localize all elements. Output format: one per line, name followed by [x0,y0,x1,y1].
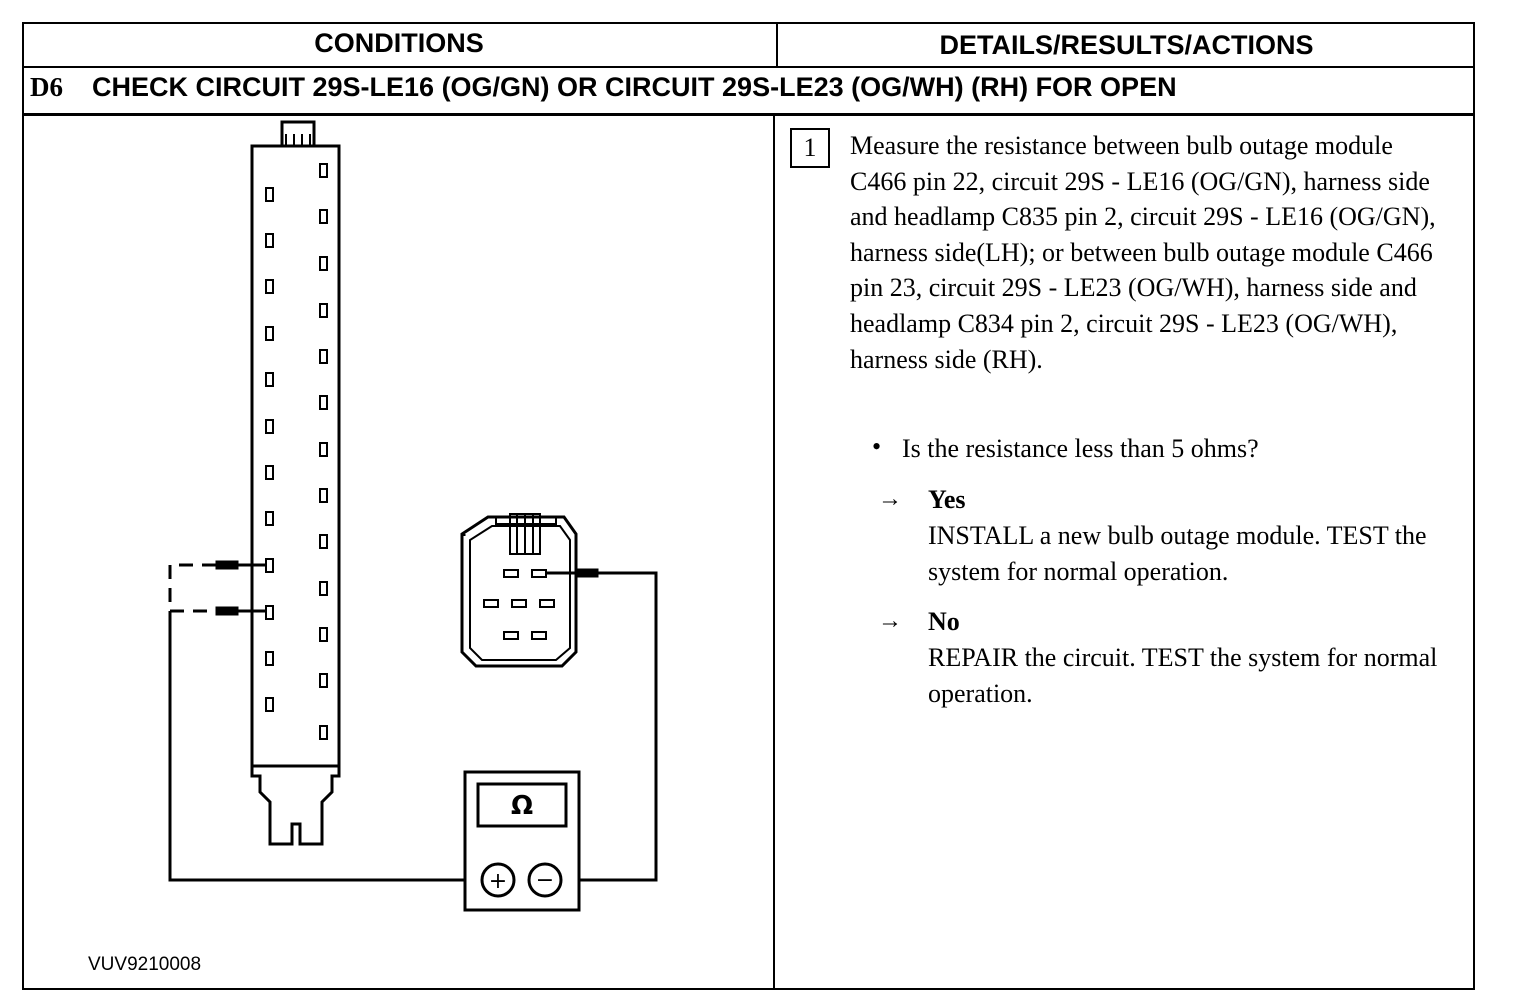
module-connector-tail [250,766,341,846]
table-frame [22,22,1475,990]
minus-terminal-icon: − [536,868,554,893]
outcome-description: REPAIR the circuit. TEST the system for … [928,643,1438,708]
arrow-right-icon: → [878,608,902,634]
stepbar-divider [22,113,1475,116]
module-connector-latch-ribs [285,134,311,146]
module-connector-latch [280,120,316,146]
module-pins [265,163,328,740]
wiring-diagram: Ω + − [168,120,658,912]
instruction-text: Measure the resistance between bulb outa… [850,131,1436,374]
outcome-description: INSTALL a new bulb outage module. TEST t… [928,521,1427,586]
question-text: Is the resistance less than 5 ohms? [902,434,1259,463]
module-probes [168,560,266,616]
outcome-label: Yes [928,485,966,514]
step-number-box: 1 [790,128,830,168]
ohm-symbol: Ω [511,791,533,821]
arrow-right-icon: → [878,486,902,512]
plus-terminal-icon: + [489,869,507,894]
column-divider-header [776,22,778,68]
step-bar: D6 CHECK CIRCUIT 29S-LE16 (OG/GN) OR CIR… [22,68,1475,114]
ohmmeter [463,770,581,912]
column-divider-body [773,114,775,990]
step-title: CHECK CIRCUIT 29S-LE16 (OG/GN) OR CIRCUI… [92,72,1177,102]
meter-wires [168,571,658,882]
headlamp-connector [460,513,578,668]
conditions-header: CONDITIONS [314,28,484,58]
outcome-label: No [928,607,960,636]
details-header: DETAILS/RESULTS/ACTIONS [939,30,1314,60]
header-divider [22,66,1475,68]
step-id: D6 [30,72,63,102]
figure-id: VUV9210008 [88,954,202,975]
headlamp-probe [546,568,599,578]
bullet-icon: • [872,432,882,461]
headlamp-pins [483,569,555,640]
